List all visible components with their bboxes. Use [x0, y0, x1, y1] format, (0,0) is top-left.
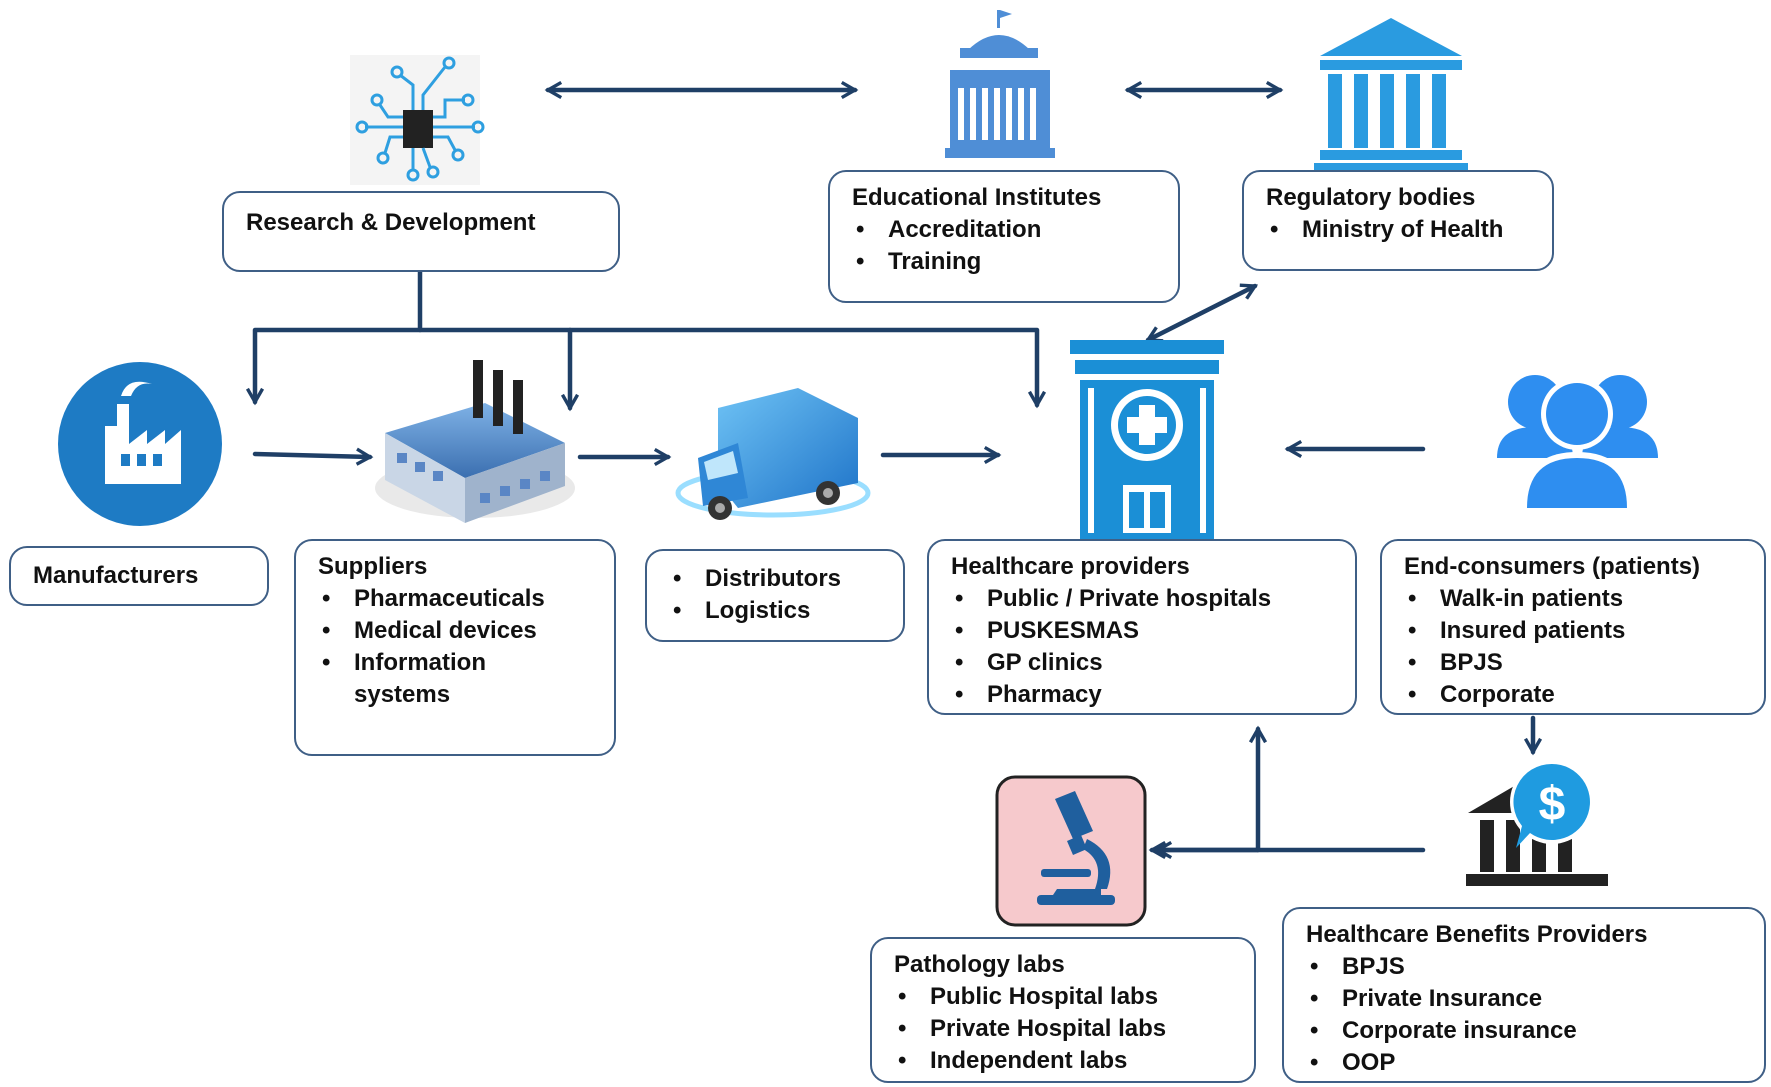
- patients-group-icon: [1497, 375, 1658, 510]
- suppliers-item: Information systems: [318, 647, 534, 711]
- distributors-item: Distributors: [669, 563, 881, 595]
- rnd-distribution-line: [417, 269, 1047, 409]
- arrow-regulatory-providers: [1144, 283, 1259, 343]
- consumers-item: Corporate: [1404, 679, 1742, 711]
- consumers-item: Insured patients: [1404, 615, 1742, 647]
- educational-item: Training: [852, 246, 1156, 278]
- benefits-item: BPJS: [1306, 951, 1742, 983]
- government-building-icon: [1314, 18, 1468, 173]
- suppliers-item: Medical devices: [318, 615, 592, 647]
- educational-item: Accreditation: [852, 214, 1156, 246]
- labs-title: Pathology labs: [894, 951, 1065, 978]
- circuit-chip-icon: [350, 55, 485, 185]
- bank-dollar-icon: $: [1466, 760, 1608, 886]
- consumers-title: End-consumers (patients): [1404, 553, 1701, 580]
- consumers-item: BPJS: [1404, 647, 1742, 679]
- suppliers-box: Suppliers Pharmaceuticals Medical device…: [294, 539, 616, 756]
- providers-title: Healthcare providers: [951, 553, 1190, 580]
- providers-item: GP clinics: [951, 647, 1333, 679]
- delivery-truck-icon: [675, 388, 871, 520]
- benefits-item: OOP: [1306, 1047, 1742, 1079]
- hospital-icon: [1070, 340, 1224, 542]
- healthcare-benefits-box: Healthcare Benefits Providers BPJS Priva…: [1282, 907, 1766, 1083]
- providers-item: PUSKESMAS: [951, 615, 1333, 647]
- labs-item: Independent labs: [894, 1045, 1232, 1077]
- regulatory-bodies-box: Regulatory bodies Ministry of Health: [1242, 170, 1554, 271]
- manufacturers-title: Manufacturers: [33, 562, 199, 589]
- providers-item: Public / Private hospitals: [951, 583, 1333, 615]
- educational-title: Educational Institutes: [852, 184, 1102, 211]
- distributors-item: Logistics: [669, 595, 881, 627]
- suppliers-item: Pharmaceuticals: [318, 583, 592, 615]
- end-consumers-box: End-consumers (patients) Walk-in patient…: [1380, 539, 1766, 715]
- benefits-title: Healthcare Benefits Providers: [1306, 921, 1648, 948]
- rnd-title: Research & Development: [246, 209, 536, 236]
- factory-icon: [58, 362, 222, 526]
- manufacturers-box: Manufacturers: [9, 546, 269, 606]
- regulatory-title: Regulatory bodies: [1266, 184, 1476, 211]
- warehouse-factory-icon: [375, 360, 575, 523]
- regulatory-item: Ministry of Health: [1266, 214, 1530, 246]
- rnd-to-manufacturers: [245, 327, 423, 406]
- distributors-box: Distributors Logistics: [645, 549, 905, 642]
- educational-institutes-box: Educational Institutes Accreditation Tra…: [828, 170, 1180, 303]
- labs-item: Private Hospital labs: [894, 1013, 1232, 1045]
- consumers-item: Walk-in patients: [1404, 583, 1742, 615]
- arrow-manufacturers-suppliers: [252, 447, 374, 466]
- suppliers-title: Suppliers: [318, 553, 428, 580]
- providers-item: Pharmacy: [951, 679, 1333, 711]
- benefits-item: Private Insurance: [1306, 983, 1742, 1015]
- microscope-icon: [995, 775, 1147, 927]
- university-building-icon: [945, 10, 1055, 158]
- rnd-box: Research & Development: [222, 191, 620, 272]
- healthcare-providers-box: Healthcare providers Public / Private ho…: [927, 539, 1357, 715]
- svg-text:$: $: [1539, 778, 1566, 831]
- pathology-labs-box: Pathology labs Public Hospital labs Priv…: [870, 937, 1256, 1083]
- labs-item: Public Hospital labs: [894, 981, 1232, 1013]
- benefits-item: Corporate insurance: [1306, 1015, 1742, 1047]
